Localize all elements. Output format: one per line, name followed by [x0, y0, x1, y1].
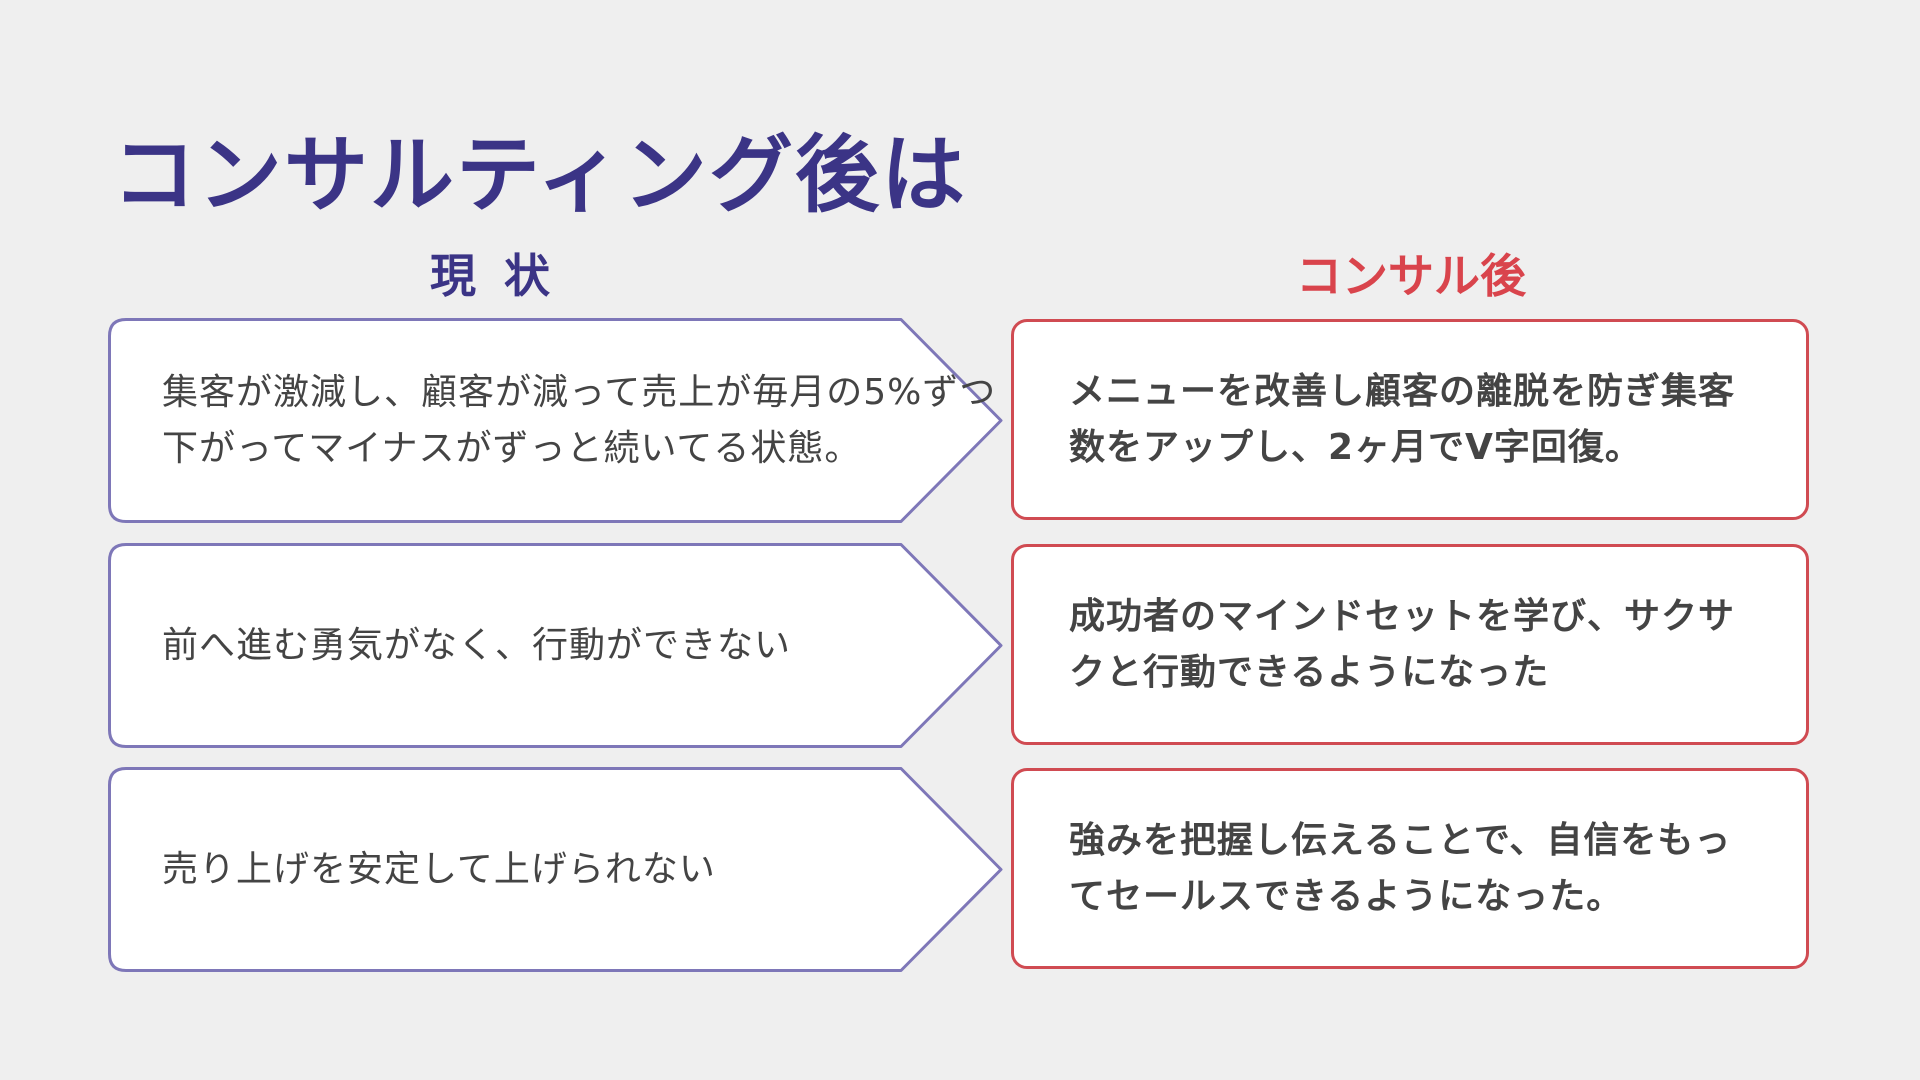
before-column-header: 現状 [430, 249, 578, 303]
after-text-2: 成功者のマインドセットを学び、サクサクと行動できるようになった [1069, 595, 1736, 693]
after-box-1: メニューを改善し顧客の離脱を防ぎ集客数をアップし、2ヶ月でV字回復。 [1011, 319, 1809, 520]
arrow-shape [108, 767, 1003, 972]
page-title: コンサルティング後は [112, 126, 967, 224]
before-text-2: 前へ進む勇気がなく、行動ができない [162, 624, 792, 666]
before-arrow-box-2: 前へ進む勇気がなく、行動ができない [108, 543, 1004, 748]
after-text-1: メニューを改善し顧客の離脱を防ぎ集客数をアップし、2ヶ月でV字回復。 [1069, 370, 1736, 468]
before-arrow-box-1: 集客が激減し、顧客が減って売上が毎月の5%ずつ下がってマイナスがずっと続いてる状… [108, 318, 1004, 523]
before-text-3: 売り上げを安定して上げられない [162, 848, 716, 890]
after-text-3: 強みを把握し伝えることで、自信をもってセールスできるようになった。 [1069, 819, 1732, 917]
arrow-shape [108, 543, 1003, 748]
before-text-1: 集客が激減し、顧客が減って売上が毎月の5%ずつ下がってマイナスがずっと続いてる状… [162, 371, 997, 469]
after-column-header: コンサル後 [1296, 249, 1526, 303]
before-arrow-box-3: 売り上げを安定して上げられない [108, 767, 1004, 972]
after-box-3: 強みを把握し伝えることで、自信をもってセールスできるようになった。 [1011, 768, 1809, 969]
arrow-shape [108, 318, 1003, 523]
after-box-2: 成功者のマインドセットを学び、サクサクと行動できるようになった [1011, 544, 1809, 745]
